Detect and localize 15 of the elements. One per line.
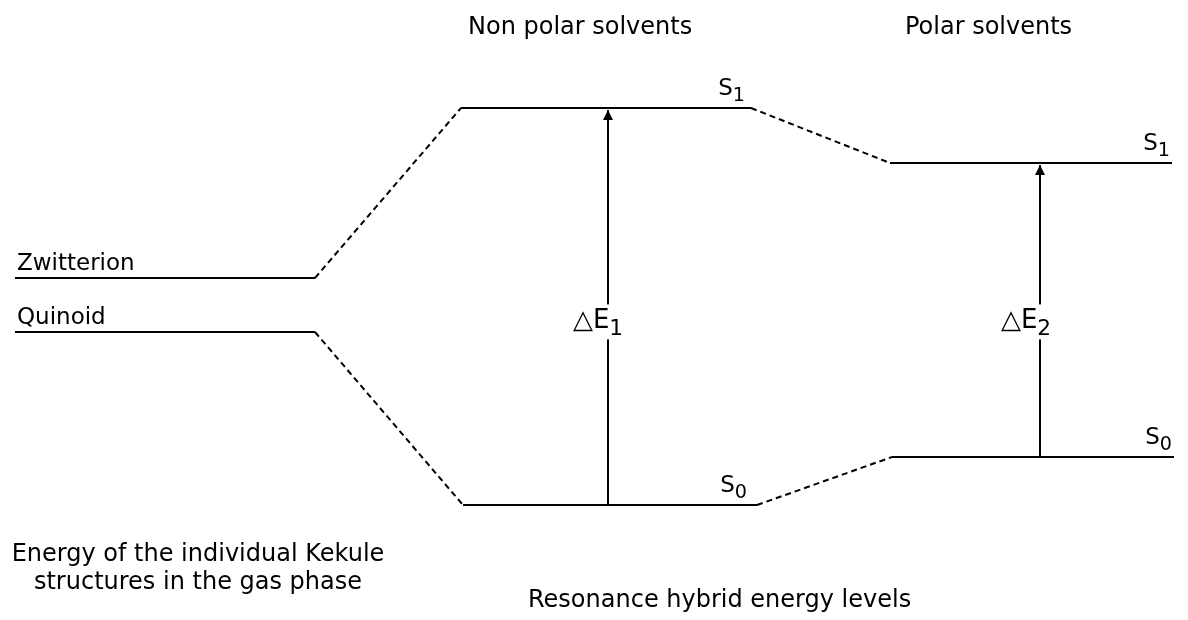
column-heading: Polar solvents: [905, 12, 1073, 41]
dashed-connector: [314, 107, 462, 279]
level-label: Quinoid: [17, 303, 106, 329]
level-label: S$_{1}$: [718, 75, 745, 105]
dashed-connector: [756, 456, 893, 506]
level-label: Zwitterion: [17, 249, 135, 275]
energy-arrow: [1035, 164, 1045, 458]
caption-text: Resonance hybrid energy levels: [528, 585, 912, 614]
level-label: S$_{0}$: [720, 472, 747, 502]
energy-arrow: [603, 109, 613, 506]
level-label: S$_{0}$: [1145, 424, 1172, 454]
level-label: S$_{1}$: [1143, 130, 1170, 160]
caption-text: Energy of the individual Kekule structures in the gas phase: [10, 540, 386, 596]
dashed-connector: [314, 331, 464, 506]
column-heading: Non polar solvents: [468, 12, 693, 41]
